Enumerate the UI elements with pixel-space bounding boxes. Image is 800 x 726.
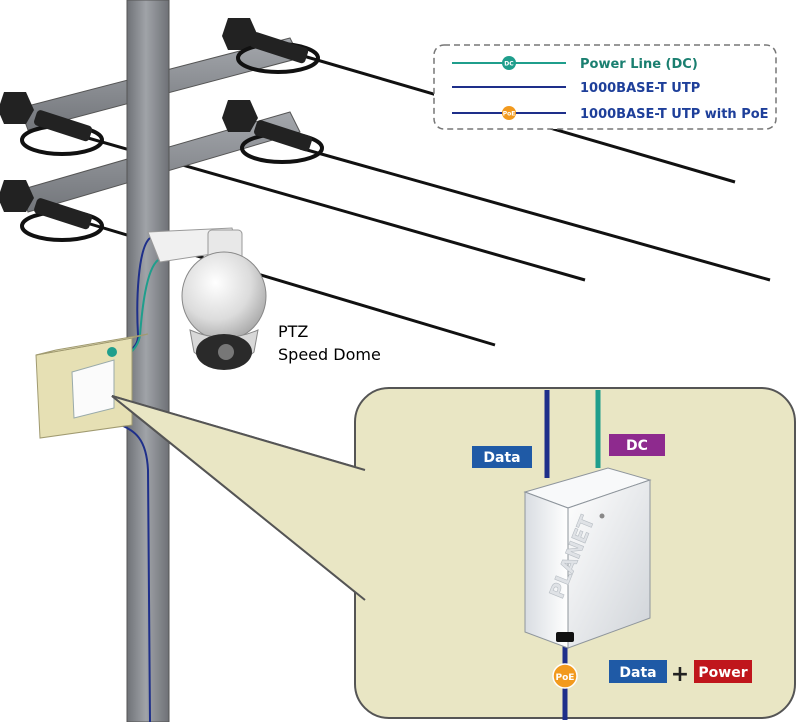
camera-label-line2: Speed Dome: [278, 345, 381, 364]
insulator: [0, 92, 104, 156]
plus-sign: +: [671, 662, 689, 687]
result-data-label: Data: [619, 665, 656, 681]
pole-injector-small: [71, 359, 115, 419]
camera-label-line1: PTZ: [278, 322, 308, 341]
overhead-wire: [299, 146, 771, 282]
legend-badge-icon: [502, 56, 516, 70]
ptz-speed-dome-camera: [147, 227, 267, 370]
data-plus-power: Data + Power: [609, 660, 752, 687]
dc-connector-icon: [107, 347, 117, 357]
result-power-label: Power: [698, 665, 747, 681]
dc-tag-label: DC: [626, 438, 648, 454]
legend-badge-icon: [502, 106, 516, 120]
legend-label: 1000BASE-T UTP with PoE: [580, 107, 769, 122]
poe-injector: PLANET: [523, 467, 652, 649]
legend-item: 1000BASE-T UTP: [452, 81, 700, 96]
ethernet-port-icon: [556, 632, 574, 642]
legend: DC Power Line (DC) 1000BASE-T UTP PoE 1000BA…: [433, 44, 777, 130]
dc-tag: DC: [609, 434, 665, 456]
insulator: [0, 180, 104, 242]
poe-badge-label: PoE: [556, 673, 575, 683]
legend-item: DC Power Line (DC): [452, 56, 698, 72]
legend-badge-label: PoE: [503, 111, 516, 118]
pole-enclosure: [35, 333, 149, 439]
detail-callout: [111, 387, 796, 719]
legend-box: [433, 44, 777, 130]
poe-badge: PoE: [552, 663, 578, 689]
data-tag: Data: [472, 446, 532, 468]
legend-label: 1000BASE-T UTP: [580, 81, 700, 96]
legend-item: PoE 1000BASE-T UTP with PoE: [452, 106, 769, 122]
utility-pole: [126, 0, 170, 723]
camera-lens-icon: [218, 344, 234, 360]
insulators: [0, 18, 324, 242]
injector-led-icon: [599, 513, 605, 519]
data-tag-label: Data: [483, 450, 520, 466]
insulator: [222, 100, 324, 164]
legend-badge-label: DC: [504, 61, 514, 68]
insulator: [222, 18, 320, 74]
legend-label: Power Line (DC): [580, 57, 698, 72]
